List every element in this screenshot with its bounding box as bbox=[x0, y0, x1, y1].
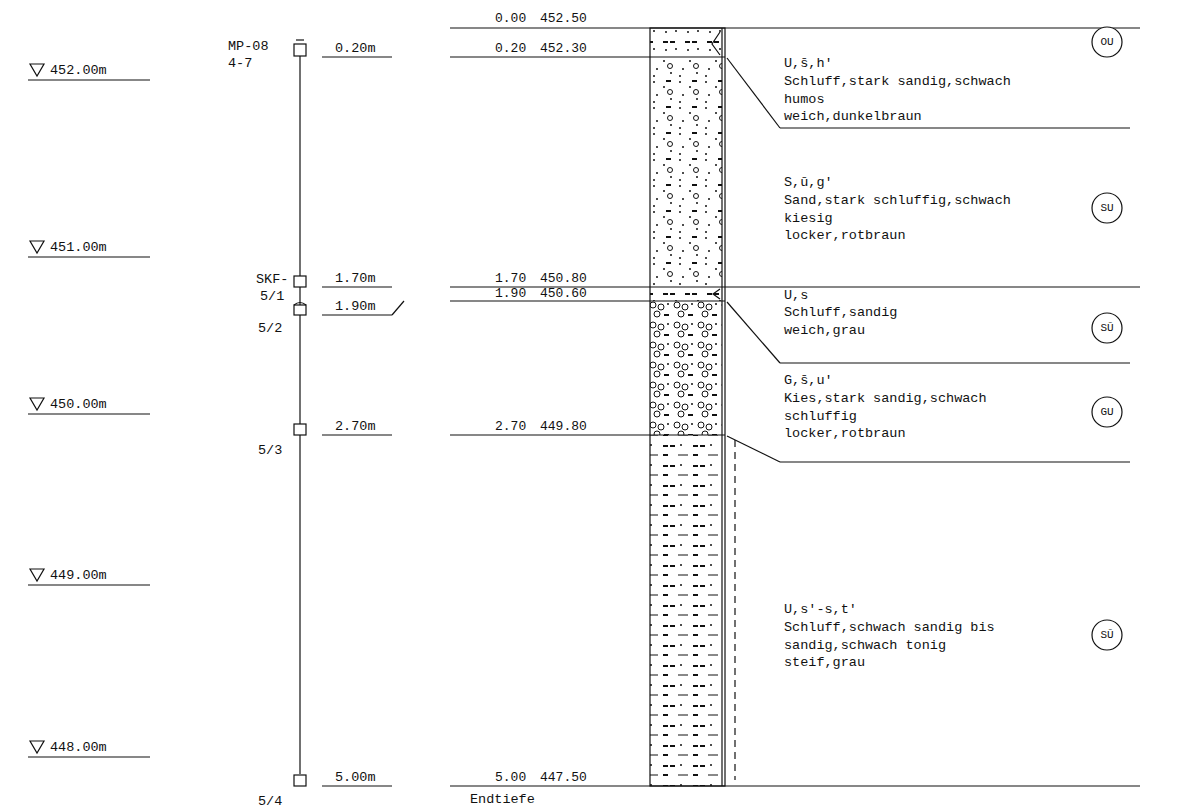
sample-label: 5/2 bbox=[258, 320, 282, 338]
elevation-value: 452.30 bbox=[540, 40, 587, 58]
soil-group-circle: OU bbox=[1091, 26, 1123, 58]
end-depth-label: Endtiefe bbox=[470, 791, 535, 809]
soil-state: steif,grau bbox=[784, 654, 865, 672]
soil-state: locker,rotbraun bbox=[784, 227, 906, 245]
depth-value: 1.90 bbox=[495, 285, 526, 303]
depth-value: 2.70 bbox=[495, 418, 526, 436]
soil-group-circle: SŪ bbox=[1091, 312, 1123, 344]
depth-value: 0.20 bbox=[495, 40, 526, 58]
sample-label: 4-7 bbox=[228, 55, 252, 73]
sample-label: 5/3 bbox=[258, 442, 282, 460]
soil-state: weich,grau bbox=[784, 322, 865, 340]
soil-description: Schluff,schwach sandig bis sandig,schwac… bbox=[784, 619, 1024, 654]
soil-group: GU bbox=[1091, 396, 1123, 428]
soil-group: SŪ bbox=[1091, 619, 1123, 651]
soil-code: S,ū,g' bbox=[784, 174, 833, 192]
soil-group: SŪ bbox=[1091, 312, 1123, 344]
elevation-label: 449.00m bbox=[50, 567, 107, 585]
sample-label: 5/1 bbox=[260, 288, 284, 306]
sample-label: 5/4 bbox=[258, 793, 282, 811]
soil-group: OU bbox=[1091, 26, 1123, 58]
depth-value: 0.00 bbox=[495, 10, 526, 28]
sample-label: SKF- bbox=[256, 271, 288, 289]
elevation-label: 448.00m bbox=[50, 739, 107, 757]
elevation-label: 452.00m bbox=[50, 62, 107, 80]
soil-state: weich,dunkelbraun bbox=[784, 108, 922, 126]
elevation-value: 452.50 bbox=[540, 10, 587, 28]
soil-group-circle: SŪ bbox=[1091, 619, 1123, 651]
soil-description: Schluff,stark sandig,schwach humos bbox=[784, 73, 1024, 108]
elevation-label: 451.00m bbox=[50, 239, 107, 257]
soil-group-circle: SU bbox=[1091, 192, 1123, 224]
elevation-value: 447.50 bbox=[540, 769, 587, 787]
soil-description: Sand,stark schluffig,schwach kiesig bbox=[784, 192, 1024, 227]
soil-code: G,s̄,u' bbox=[784, 372, 833, 390]
elevation-value: 449.80 bbox=[540, 418, 587, 436]
sample-depth: 1.70m bbox=[335, 270, 376, 288]
sample-depth: 0.20m bbox=[335, 40, 376, 58]
depth-value: 1.70 bbox=[495, 270, 526, 288]
soil-group: SU bbox=[1091, 192, 1123, 224]
soil-description: Schluff,sandig bbox=[784, 304, 897, 322]
elevation-value: 450.60 bbox=[540, 285, 587, 303]
soil-state: locker,rotbraun bbox=[784, 425, 906, 443]
soil-code: U,s bbox=[784, 287, 808, 305]
sample-depth: 1.90m bbox=[335, 298, 376, 316]
elevation-label: 450.00m bbox=[50, 396, 107, 414]
soil-description: Kies,stark sandig,schwach schluffig bbox=[784, 390, 1024, 425]
sample-depth: 2.70m bbox=[335, 418, 376, 436]
sample-depth: 5.00m bbox=[335, 769, 376, 787]
soil-code: U,s̄,h' bbox=[784, 55, 833, 73]
sample-label: MP-08 bbox=[228, 38, 269, 56]
soil-group-circle: GU bbox=[1091, 396, 1123, 428]
elevation-value: 450.80 bbox=[540, 270, 587, 288]
depth-value: 5.00 bbox=[495, 769, 526, 787]
soil-code: U,s'-s,t' bbox=[784, 601, 857, 619]
